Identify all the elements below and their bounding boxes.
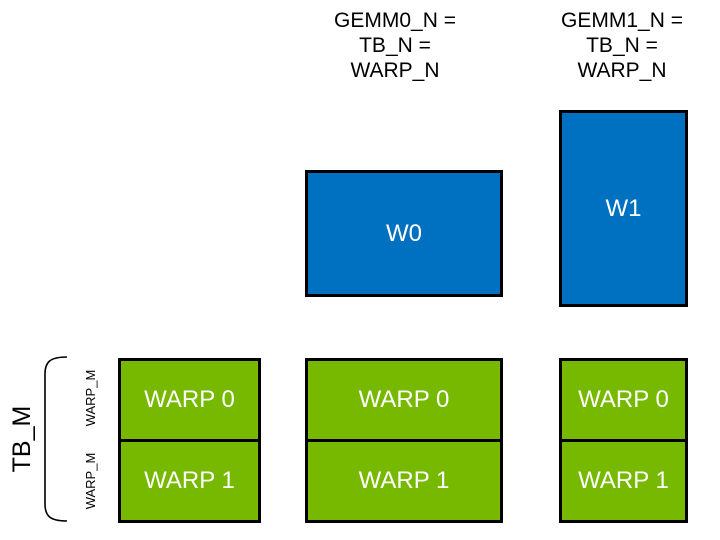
warp0-cell: WARP 0 [559,358,688,442]
warp-column-left: WARP 0 WARP 1 [118,358,261,523]
gemm0-column-header: GEMM0_N = TB_N = WARP_N [334,9,456,82]
warp1-label: WARP 1 [578,467,669,494]
warp-column-middle: WARP 0 WARP 1 [305,358,503,523]
warp1-label: WARP 1 [358,467,450,494]
warp1-label: WARP 1 [144,467,235,494]
w0-label: W0 [386,219,422,247]
warp-m-label-row1: WARP_M [83,452,98,510]
warp1-cell: WARP 1 [559,439,688,523]
w1-label: W1 [605,194,642,222]
warp0-label: WARP 0 [578,386,669,413]
warp1-cell: WARP 1 [305,439,503,523]
tb-m-label: TB_M [8,405,36,473]
warp0-label: WARP 0 [144,386,235,413]
gemm1-warp-tile-w1: W1 [559,110,688,307]
gemm1-column-header: GEMM1_N = TB_N = WARP_N [561,9,683,82]
warp-m-label-row0: WARP_M [83,369,98,427]
warp1-cell: WARP 1 [118,439,261,523]
warp0-label: WARP 0 [358,386,450,413]
warp-column-right: WARP 0 WARP 1 [559,358,688,523]
gemm0-warp-tile-w0: W0 [305,170,503,297]
tb-m-bracket-icon [44,356,68,522]
warp0-cell: WARP 0 [305,358,503,442]
warp0-cell: WARP 0 [118,358,261,442]
